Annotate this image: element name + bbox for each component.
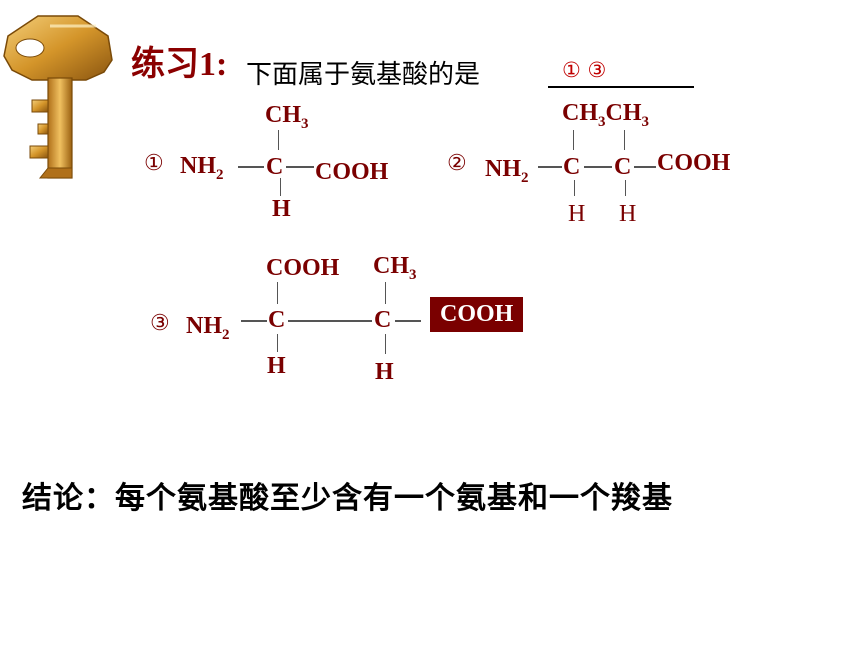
carbon-2: C xyxy=(614,154,632,180)
hydrogen: H xyxy=(272,196,291,222)
bond xyxy=(625,180,627,196)
bond xyxy=(538,166,562,168)
question-text: 下面属于氨基酸的是 xyxy=(246,60,481,90)
bond xyxy=(288,320,372,322)
bond xyxy=(277,282,279,304)
answer-blank xyxy=(548,86,694,88)
hydrogen: H xyxy=(267,353,286,379)
carbon-1: C xyxy=(268,307,286,333)
bond xyxy=(624,130,626,150)
key-icon xyxy=(3,15,113,179)
hydrogen: H xyxy=(619,201,637,227)
structure-number: ② xyxy=(447,150,467,175)
bond xyxy=(280,178,282,196)
highlighted-carboxyl-group: COOH xyxy=(430,297,524,332)
alpha-carbon: C xyxy=(266,154,284,180)
structure-number: ① xyxy=(144,150,164,175)
bond xyxy=(385,334,387,354)
bond xyxy=(286,166,314,168)
methyl-groups: CH3CH3 xyxy=(562,100,649,130)
bond xyxy=(238,166,264,168)
carboxyl-group: COOH xyxy=(657,150,731,176)
bond xyxy=(634,166,656,168)
bond xyxy=(278,130,280,150)
carboxyl-group-top: COOH xyxy=(266,255,340,281)
bond xyxy=(574,180,576,196)
carbon-1: C xyxy=(563,154,581,180)
conclusion-text: 结论：每个氨基酸至少含有一个氨基和一个羧基 xyxy=(22,481,673,516)
hydrogen: H xyxy=(375,359,394,385)
hydrogen: H xyxy=(568,201,586,227)
amino-group: NH2 xyxy=(180,153,224,183)
bond xyxy=(277,334,279,352)
carboxyl-group: COOH xyxy=(315,159,389,185)
carbon-2: C xyxy=(374,307,392,333)
methyl-group: CH3 xyxy=(373,253,417,283)
bond xyxy=(584,166,612,168)
bond xyxy=(395,320,421,322)
methyl-group: CH3 xyxy=(265,102,309,132)
answer-text: ① ③ xyxy=(562,58,607,82)
bond xyxy=(573,130,575,150)
amino-group: NH2 xyxy=(186,313,230,343)
bond xyxy=(385,282,387,304)
exercise-label: 练习1: xyxy=(131,46,228,83)
structure-number: ③ xyxy=(150,310,170,335)
bond xyxy=(241,320,267,322)
amino-group: NH2 xyxy=(485,156,529,186)
